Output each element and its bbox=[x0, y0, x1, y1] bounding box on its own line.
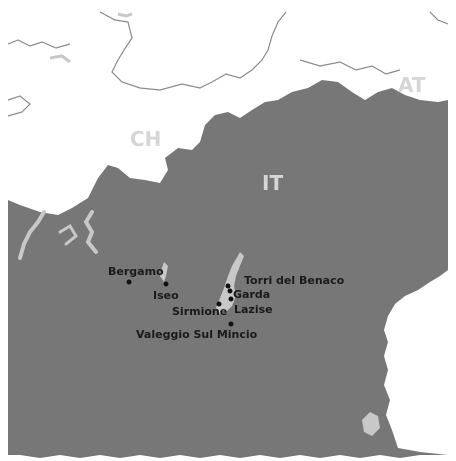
adriatic-sea bbox=[384, 270, 448, 455]
city-dot-garda bbox=[227, 288, 233, 294]
border-at-it bbox=[299, 59, 401, 75]
city-label-torri: Torri del Benaco bbox=[244, 274, 345, 287]
city-label-lazise: Lazise bbox=[234, 303, 273, 316]
city-dot-bergamo bbox=[126, 279, 132, 285]
city-label-iseo: Iseo bbox=[153, 289, 179, 302]
city-dot-iseo bbox=[163, 281, 169, 287]
country-label-ch: CH bbox=[130, 127, 161, 151]
border-austria-north bbox=[429, 11, 449, 25]
lake-lugano bbox=[58, 223, 78, 246]
city-label-bergamo: Bergamo bbox=[108, 265, 164, 278]
border-ch-it-north bbox=[7, 39, 71, 49]
border-west bbox=[7, 95, 31, 117]
border-ch-at bbox=[99, 11, 287, 91]
city-label-valeggio: Valeggio Sul Mincio bbox=[136, 328, 258, 341]
city-dot-sirmione bbox=[216, 301, 222, 307]
italy-region bbox=[8, 80, 448, 458]
country-label-it: IT bbox=[262, 171, 283, 195]
northern-lake bbox=[49, 54, 71, 64]
country-label-at: AT bbox=[398, 73, 426, 97]
lake-iseo bbox=[160, 262, 168, 282]
city-dot-lazise bbox=[228, 296, 234, 302]
lagoon bbox=[362, 412, 380, 436]
lake-constance bbox=[117, 12, 133, 18]
city-dot-valeggio bbox=[228, 321, 234, 327]
city-label-sirmione: Sirmione bbox=[172, 305, 227, 318]
lake-como bbox=[83, 210, 98, 254]
city-dot-torri bbox=[225, 283, 231, 289]
city-label-garda: Garda bbox=[233, 288, 270, 301]
lake-garda bbox=[216, 252, 244, 314]
lake-maggiore bbox=[18, 210, 46, 260]
